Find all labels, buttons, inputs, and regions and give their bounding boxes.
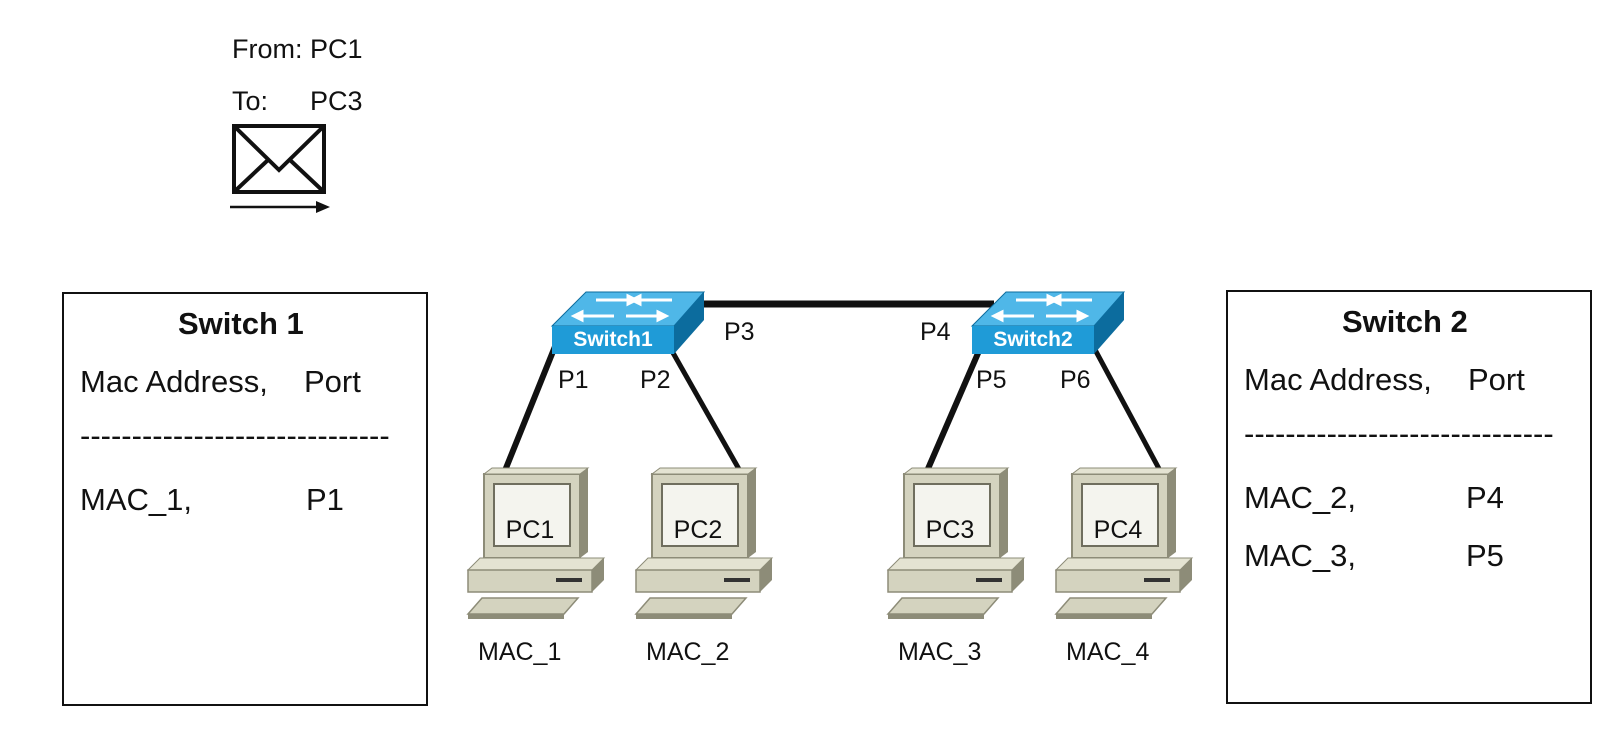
switch2-row-port: P5 [1466, 538, 1504, 573]
link-switch1-pc2 [665, 342, 747, 480]
pc1-mac-label: MAC_1 [478, 638, 562, 666]
port-label-p4: P4 [920, 318, 951, 346]
switch1-mac-table: Switch 1 Mac Address, Port -------------… [62, 292, 428, 706]
port-label-p3: P3 [724, 318, 755, 346]
pc3-mac-label: MAC_3 [898, 638, 982, 666]
switch2-label: Switch2 [993, 328, 1073, 351]
port-label-p5: P5 [976, 366, 1007, 394]
pc1-label: PC1 [505, 516, 555, 544]
switch2-device [970, 291, 1126, 354]
switch1-header-mac: Mac Address, [80, 364, 268, 399]
pc1-computer-icon [466, 467, 606, 619]
switch1-table-title: Switch 1 [178, 306, 304, 341]
switch1-row-port: P1 [306, 482, 344, 517]
switch1-separator: ------------------------------ [80, 418, 390, 453]
direction-arrow-icon [230, 201, 330, 213]
switch2-row-mac: MAC_2, [1244, 480, 1356, 515]
switch1-device [550, 291, 706, 354]
pc2-label: PC2 [673, 516, 723, 544]
port-label-p6: P6 [1060, 366, 1091, 394]
pc4-label: PC4 [1093, 516, 1143, 544]
switch1-row-mac: MAC_1, [80, 482, 192, 517]
to-value: PC3 [310, 86, 363, 116]
switch2-header-mac: Mac Address, [1244, 362, 1432, 397]
switch2-row-mac: MAC_3, [1244, 538, 1356, 573]
pc2-mac-label: MAC_2 [646, 638, 730, 666]
link-switch2-pc4 [1089, 342, 1167, 480]
link-switch2-pc3 [921, 342, 985, 480]
switch1-label: Switch1 [573, 328, 653, 351]
to-label: To: [232, 86, 269, 116]
from-line: From: PC1 [232, 34, 363, 65]
pc4-computer-icon [1054, 467, 1194, 619]
switch2-header-port: Port [1468, 362, 1525, 397]
switch2-table-title: Switch 2 [1342, 304, 1468, 339]
switch2-mac-table: Switch 2 Mac Address, Port -------------… [1226, 290, 1592, 704]
port-label-p1: P1 [558, 366, 589, 394]
switch1-header-port: Port [304, 364, 361, 399]
envelope-icon [232, 124, 326, 194]
switch2-row-port: P4 [1466, 480, 1504, 515]
pc3-computer-icon [886, 467, 1026, 619]
pc2-computer-icon [634, 467, 774, 619]
from-label: From: [232, 34, 303, 64]
pc3-label: PC3 [925, 516, 975, 544]
from-value: PC1 [310, 34, 363, 64]
port-label-p2: P2 [640, 366, 671, 394]
pc4-mac-label: MAC_4 [1066, 638, 1150, 666]
link-switch1-pc1 [499, 342, 559, 480]
switch2-separator: ------------------------------ [1244, 416, 1554, 451]
